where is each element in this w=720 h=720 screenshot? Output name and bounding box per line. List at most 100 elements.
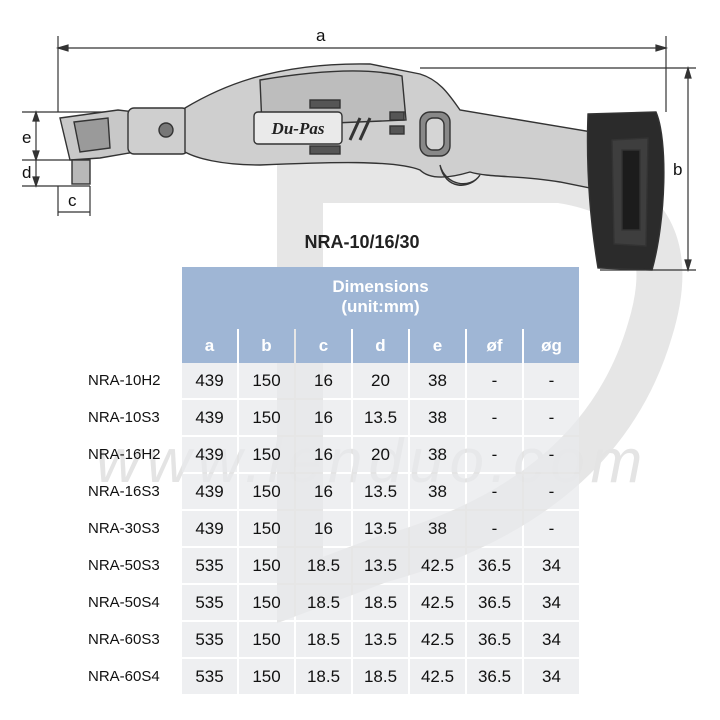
table-cell: 18.5 <box>353 659 408 694</box>
table-cell: 13.5 <box>353 474 408 509</box>
table-cell: - <box>467 437 522 472</box>
table-cell: 42.5 <box>410 622 465 657</box>
table-cell: 38 <box>410 437 465 472</box>
table-cell: 535 <box>182 659 237 694</box>
table-cell: 150 <box>239 511 294 546</box>
table-cell: - <box>467 400 522 435</box>
table-cell: 13.5 <box>353 548 408 583</box>
model-name: NRA-16H2 <box>88 446 161 463</box>
model-name: NRA-16S3 <box>88 483 160 500</box>
dimension-label-d: d <box>22 163 32 182</box>
table-cell: 13.5 <box>353 622 408 657</box>
table-cell: 535 <box>182 548 237 583</box>
table-cell: 150 <box>239 474 294 509</box>
table-cell: - <box>467 363 522 398</box>
table-cell: 16 <box>296 400 351 435</box>
table-cell: 13.5 <box>353 511 408 546</box>
table-cell: - <box>524 511 579 546</box>
table-cell: - <box>524 474 579 509</box>
table-cell: 42.5 <box>410 585 465 620</box>
table-cell: 439 <box>182 363 237 398</box>
table-cell: 535 <box>182 622 237 657</box>
table-cell: 439 <box>182 437 237 472</box>
model-name: NRA-10H2 <box>88 372 161 389</box>
column-header-f: øf <box>467 329 522 363</box>
table-cell: 38 <box>410 474 465 509</box>
dimension-label-b: b <box>673 160 683 179</box>
table-cell: - <box>467 474 522 509</box>
model-name: NRA-60S4 <box>88 668 160 685</box>
table-cell: 16 <box>296 437 351 472</box>
table-cell: 439 <box>182 511 237 546</box>
table-header-text: Dimensions (unit:mm) <box>332 277 429 316</box>
table-cell: 42.5 <box>410 659 465 694</box>
table-cell: 20 <box>353 363 408 398</box>
model-name: NRA-60S3 <box>88 631 160 648</box>
table-cell: 34 <box>524 622 579 657</box>
table-cell: 38 <box>410 400 465 435</box>
table-cell: 150 <box>239 400 294 435</box>
model-name: NRA-10S3 <box>88 409 160 426</box>
table-cell: 439 <box>182 474 237 509</box>
table-cell: 16 <box>296 474 351 509</box>
table-cell: 34 <box>524 548 579 583</box>
table-cell: 20 <box>353 437 408 472</box>
table-cell: 18.5 <box>296 548 351 583</box>
column-header-c: c <box>296 329 351 363</box>
table-cell: - <box>524 437 579 472</box>
dimension-c-line <box>57 186 91 216</box>
table-cell: 150 <box>239 437 294 472</box>
table-cell: 34 <box>524 659 579 694</box>
table-cell: 18.5 <box>296 585 351 620</box>
tool-drawing: Du-Pas <box>22 36 696 273</box>
table-cell: 36.5 <box>467 548 522 583</box>
table-cell: 34 <box>524 585 579 620</box>
battery-pack <box>586 111 665 271</box>
table-cell: 150 <box>239 622 294 657</box>
table-cell: 150 <box>239 363 294 398</box>
column-header-b: b <box>239 329 294 363</box>
table-cell: 38 <box>410 363 465 398</box>
dimension-label-a: a <box>316 26 326 45</box>
table-cell: 36.5 <box>467 585 522 620</box>
column-header-g: øg <box>524 329 579 363</box>
column-header-e: e <box>410 329 465 363</box>
table-cell: 16 <box>296 511 351 546</box>
table-cell: 18.5 <box>353 585 408 620</box>
table-cell: 150 <box>239 659 294 694</box>
tool-body: Du-Pas <box>59 63 601 191</box>
brand-logo: Du-Pas <box>271 119 325 138</box>
table-cell: 16 <box>296 363 351 398</box>
table-cell: - <box>524 400 579 435</box>
table-cell: - <box>467 511 522 546</box>
table-cell: 38 <box>410 511 465 546</box>
table-cell: 18.5 <box>296 622 351 657</box>
table-cell: 18.5 <box>296 659 351 694</box>
table-cell: 36.5 <box>467 622 522 657</box>
dimension-label-c: c <box>68 191 77 210</box>
dimension-label-e: e <box>22 128 32 147</box>
table-cell: 42.5 <box>410 548 465 583</box>
table-column-headers: a b c d e øf øg <box>182 329 581 363</box>
table-cell: - <box>524 363 579 398</box>
table-cell: 150 <box>239 585 294 620</box>
drawing-title: NRA-10/16/30 <box>304 232 420 252</box>
table-cell: 439 <box>182 400 237 435</box>
table-cell: 535 <box>182 585 237 620</box>
table-cell: 13.5 <box>353 400 408 435</box>
table-cell: 150 <box>239 548 294 583</box>
dimension-a-line <box>55 36 669 112</box>
column-header-d: d <box>353 329 408 363</box>
model-name: NRA-30S3 <box>88 520 160 537</box>
column-header-a: a <box>182 329 237 363</box>
